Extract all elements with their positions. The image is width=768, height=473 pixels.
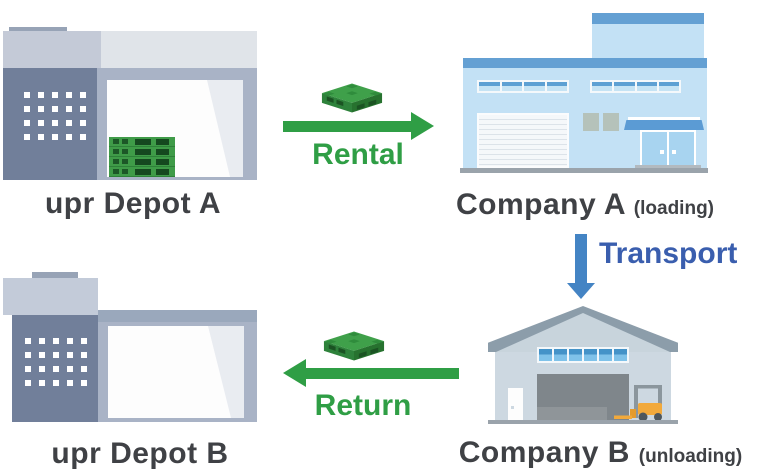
company-a-main xyxy=(463,58,707,168)
depot-b-roof-front xyxy=(3,278,98,315)
depot-a-roof-front xyxy=(3,31,101,68)
depot-a-tower xyxy=(3,68,97,180)
depot-a-bay xyxy=(97,68,257,180)
company-b-name: Company B xyxy=(458,436,630,469)
company-b-sublabel: (unloading) xyxy=(638,446,743,467)
door-handle xyxy=(511,406,514,409)
company-b-illustration xyxy=(488,306,678,424)
return-arrow-head xyxy=(283,359,306,387)
return-arrow xyxy=(304,368,459,379)
depot-b-interior xyxy=(108,326,244,418)
company-a-entrance-doors xyxy=(640,130,696,168)
rental-pallet-icon xyxy=(320,82,384,114)
forklift-icon xyxy=(614,384,668,422)
company-a-shutter-door xyxy=(477,113,569,168)
depot-b-bay xyxy=(98,322,257,422)
company-b-bay-door xyxy=(537,374,629,420)
transport-arrow-head xyxy=(567,283,595,299)
depot-b-windows xyxy=(25,338,87,386)
transport-label: Transport xyxy=(599,237,738,270)
depot-a-label: upr Depot A xyxy=(44,187,222,220)
company-a-step xyxy=(635,165,701,168)
company-a-illustration xyxy=(460,13,708,173)
depot-b-tower xyxy=(12,315,98,422)
company-b-label: Company B (unloading) xyxy=(428,436,768,469)
company-b-bay-door-panel xyxy=(537,407,607,420)
company-a-vent-1 xyxy=(583,113,599,131)
company-a-name: Company A xyxy=(455,188,625,221)
depot-b-roof-band xyxy=(98,310,257,322)
depot-b-illustration xyxy=(3,272,257,424)
company-a-sublabel: (loading) xyxy=(633,198,714,219)
depot-b-label: upr Depot B xyxy=(51,437,229,470)
company-b-side-door xyxy=(508,388,523,420)
transport-arrow xyxy=(575,234,587,283)
company-a-tower xyxy=(592,13,704,58)
company-a-awning xyxy=(624,120,704,130)
depot-a-windows xyxy=(24,92,86,140)
depot-a-pallet-stack xyxy=(109,137,175,177)
return-label: Return xyxy=(314,389,412,422)
company-a-vent-2 xyxy=(603,113,619,131)
company-a-label: Company A (loading) xyxy=(415,188,755,221)
rental-arrow xyxy=(283,121,411,132)
company-b-ground xyxy=(488,420,678,424)
company-b-window-strip xyxy=(537,347,629,363)
depot-a-roof-side xyxy=(101,31,257,68)
door-handle xyxy=(660,150,664,154)
company-a-base xyxy=(460,168,708,173)
door-handle xyxy=(672,150,676,154)
depot-a-inner-wall xyxy=(207,80,243,177)
company-a-window-row-1 xyxy=(477,80,569,93)
company-a-window-row-2 xyxy=(590,80,681,93)
depot-a-illustration xyxy=(3,27,257,180)
return-pallet-icon xyxy=(322,330,386,362)
depot-b-inner-wall xyxy=(208,326,244,418)
rental-label: Rental xyxy=(312,138,404,171)
company-a-awning-top xyxy=(628,117,700,120)
depot-a-interior xyxy=(107,80,243,177)
rental-arrow-head xyxy=(411,112,434,140)
depot-b-parapet xyxy=(32,272,78,280)
